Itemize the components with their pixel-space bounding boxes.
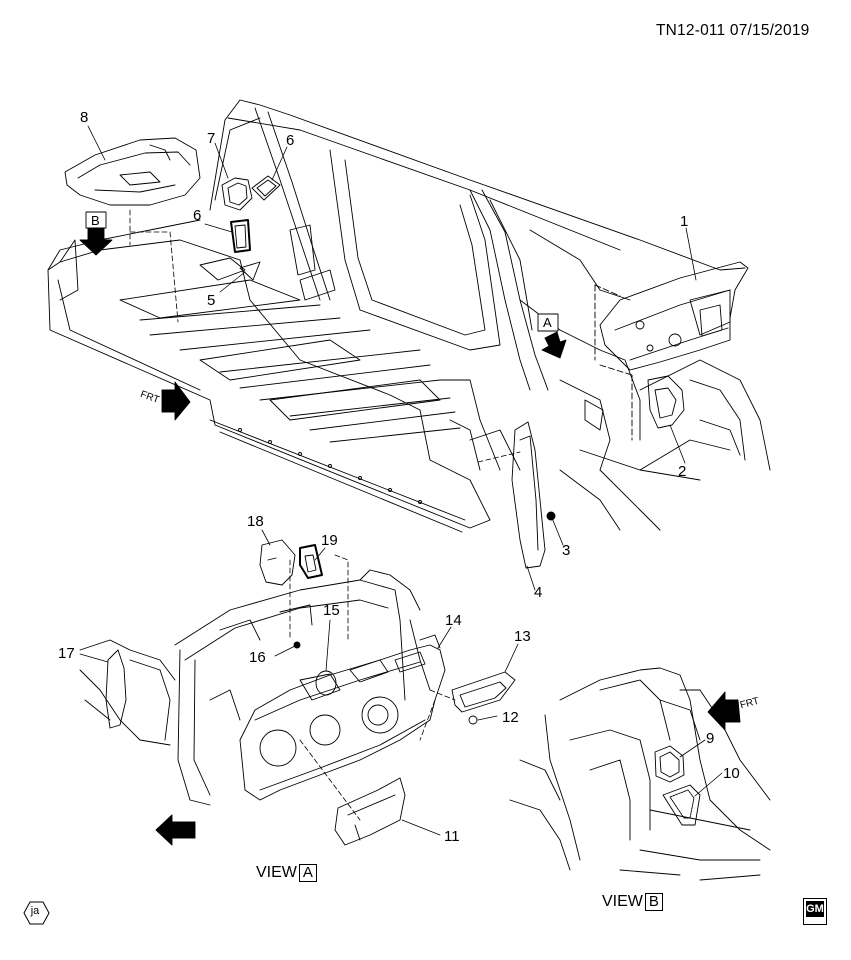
part-18-bracket: [259, 539, 296, 586]
part-8-rear-floor-panel: [64, 137, 201, 206]
callout-16: 16: [249, 649, 266, 666]
part-2-insulator: [647, 375, 685, 429]
leader-lines-view-a: [79, 529, 519, 836]
front-arrow-main: [161, 381, 191, 421]
callout-3: 3: [562, 542, 571, 559]
leader-lines-main: [87, 125, 697, 591]
part-12-nut: [468, 715, 478, 725]
view-a-artwork: [79, 539, 516, 846]
callout-12: 12: [502, 709, 519, 726]
callout-7: 7: [207, 130, 216, 147]
gm-logo-text: GM: [806, 901, 824, 917]
language-badge: ja: [20, 899, 50, 926]
part-19-seal: [299, 544, 323, 579]
part-7-seal: [221, 177, 253, 211]
part-17-bracket: [105, 649, 127, 729]
front-arrow-view-a: [155, 814, 196, 846]
part-4-pillar-trim: [511, 421, 546, 569]
part-11-insulator: [334, 777, 406, 846]
part-16-clip: [293, 641, 301, 649]
view-a-letter: A: [298, 864, 317, 882]
callout-14: 14: [445, 612, 462, 629]
language-badge-outline: [23, 901, 50, 925]
gm-logo-icon: GM: [803, 898, 827, 925]
view-b-label: VIEW B: [602, 893, 663, 911]
view-b-arrow: [79, 211, 113, 256]
callout-5: 5: [207, 292, 216, 309]
callout-17: 17: [58, 645, 75, 662]
callout-1: 1: [680, 213, 689, 230]
view-a-label: VIEW A: [256, 864, 317, 882]
part-5-patch: [239, 261, 261, 281]
part-9-seal: [654, 745, 685, 783]
view-a-arrow: [537, 313, 567, 359]
part-6-lower-seal: [230, 219, 251, 253]
view-b-arrow-letter: B: [91, 213, 100, 228]
callout-6-upper: 6: [286, 132, 295, 149]
callout-11: 11: [444, 828, 460, 845]
callout-15: 15: [323, 602, 340, 619]
part-10-patch: [662, 784, 701, 826]
callout-9: 9: [706, 730, 715, 747]
part-6-upper-seal: [251, 175, 281, 201]
callout-10: 10: [723, 765, 740, 782]
vehicle-body-structure: [47, 99, 771, 533]
part-1-dash-insulator: [599, 261, 749, 371]
view-a-prefix: VIEW: [256, 864, 297, 881]
view-b-artwork: [509, 667, 771, 881]
leader-lines-view-b: [679, 739, 723, 797]
document-id: TN12-011 07/15/2019: [656, 22, 810, 39]
part-1-leader-box: [594, 284, 633, 441]
view-b-prefix: VIEW: [602, 893, 643, 910]
view-b-letter: B: [644, 893, 663, 911]
callout-6-lower: 6: [193, 207, 202, 224]
front-arrow-view-b: [707, 691, 741, 731]
callout-2: 2: [678, 463, 687, 480]
callout-18: 18: [247, 513, 264, 530]
callout-13: 13: [514, 628, 531, 645]
language-code: ja: [30, 905, 40, 917]
part-14-dash-insulator: [239, 634, 446, 801]
part-13-seal: [451, 671, 516, 713]
callout-4: 4: [534, 584, 543, 601]
part-3-plug: [546, 511, 556, 521]
callout-8: 8: [80, 109, 89, 126]
callout-19: 19: [321, 532, 338, 549]
view-a-arrow-letter: A: [543, 315, 552, 330]
